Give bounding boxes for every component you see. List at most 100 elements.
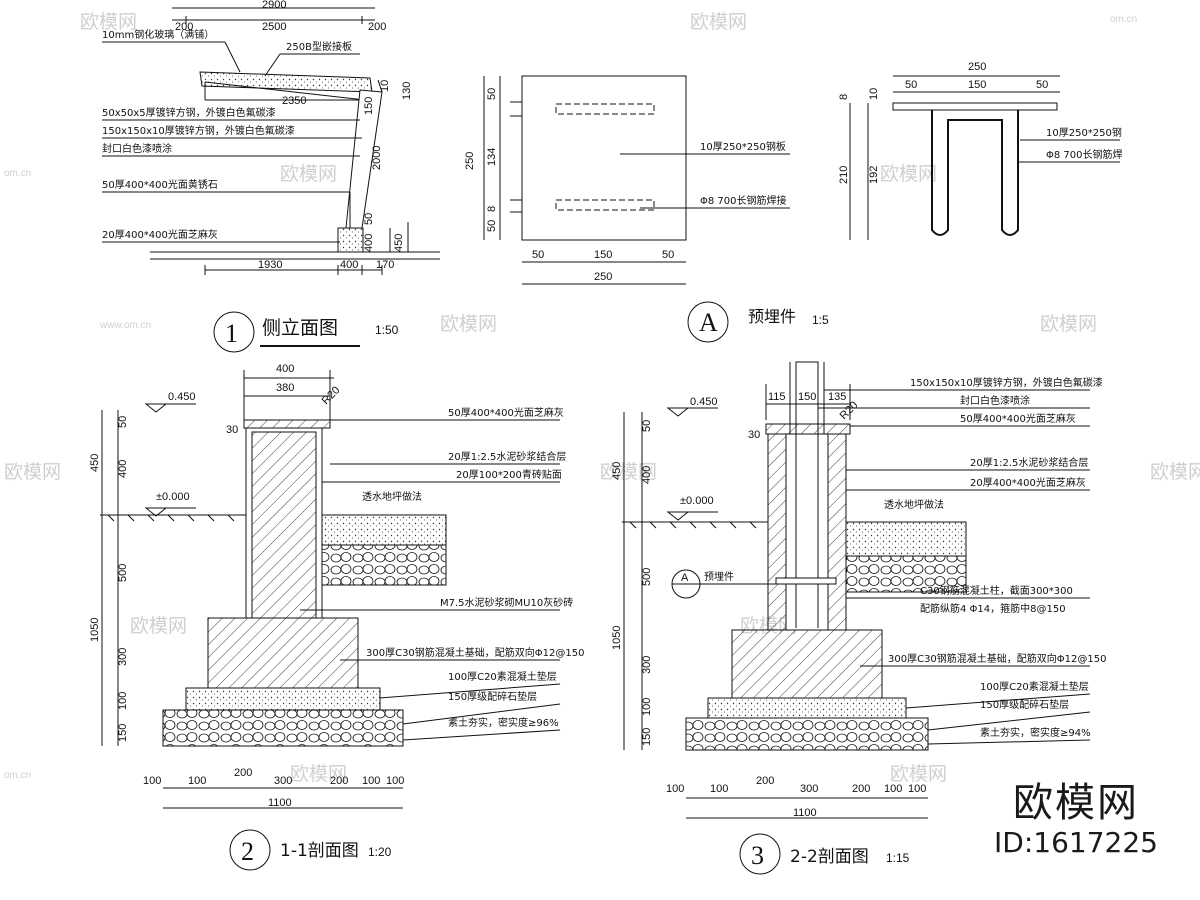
dimA-s-h2: 10 (868, 88, 880, 100)
dimA-w1: 50 (532, 249, 544, 261)
viewA-title: 预埋件 (748, 307, 796, 326)
dim3-v50: 50 (641, 420, 653, 432)
brand-name: 欧模网 (1013, 780, 1140, 826)
dim-r150: 150 (363, 97, 375, 115)
cap-stone (765, 423, 851, 435)
dim2-w380: 380 (276, 382, 294, 394)
view3-section-2-2: 115 150 135 R20 30 0.450 ±0.000 450 50 (611, 361, 1106, 875)
permeable-paving (321, 514, 447, 546)
dim3-w150: 150 (798, 391, 816, 403)
dim-top-left: 200 (175, 21, 193, 33)
view2-level-zero: ±0.000 (156, 491, 190, 503)
dimA-s-w3: 50 (1036, 79, 1048, 91)
dim-r400: 400 (363, 234, 375, 252)
dim2-b: 100 (386, 775, 404, 787)
watermarks: 欧模网 欧模网 om.cn 欧模网 欧模网 om.cn www.om.cn 欧模… (4, 11, 1200, 785)
dim2-v150: 150 (117, 724, 129, 742)
dim3-v1050: 1050 (611, 626, 623, 650)
dim2-d30: 30 (226, 424, 238, 436)
view1-scale: 1:50 (375, 323, 399, 337)
gravel-bed (685, 717, 929, 751)
watermark-brand: 欧模网 (440, 313, 497, 335)
dimA-h1: 50 (486, 88, 498, 100)
dim3-b: 100 (710, 783, 728, 795)
view3-marker-label: 预埋件 (704, 571, 734, 583)
view1-circle-label: 1 (225, 319, 238, 348)
dim3-b: 200 (852, 783, 870, 795)
canopy-beam (199, 71, 373, 93)
view3-note: 封口白色漆喷涂 (960, 394, 1030, 407)
dimA-s-w2: 150 (968, 79, 986, 91)
view3-note: 20厚400*400光面芝麻灰 (970, 476, 1086, 489)
dim3-b: 100 (884, 783, 902, 795)
dimA-h3: 8 (486, 206, 498, 212)
watermark-domain: om.cn (1110, 14, 1137, 25)
dim2-b-total: 1100 (268, 797, 292, 809)
dim3-v450: 450 (611, 462, 623, 480)
view3-level-top: 0.450 (690, 396, 718, 408)
dimA-w-total: 250 (594, 271, 612, 283)
view3-note: 100厚C20素混凝土垫层 (980, 680, 1089, 693)
viewA-note: 10厚250*250钢板 (700, 140, 786, 153)
view2-note: 素土夯实，密实度≥96% (448, 716, 559, 729)
dim-r450: 450 (393, 234, 405, 252)
view2-note: 透水地坪做法 (362, 490, 422, 503)
dim2-b: 200 (330, 775, 348, 787)
view2-note: 20厚1:2.5水泥砂浆结合层 (448, 450, 566, 463)
view2-circle (229, 829, 271, 871)
dim2-b: 300 (274, 775, 292, 787)
dim3-d30: 30 (748, 429, 760, 441)
dim-r50: 50 (363, 213, 375, 225)
viewA-note: Φ8 700长钢筋焊接 (700, 194, 787, 207)
dim3-v300: 300 (641, 656, 653, 674)
post-base-block (337, 227, 364, 253)
dimA-h-total: 250 (464, 152, 476, 170)
watermark-brand: 欧模网 (1040, 313, 1097, 335)
view1-note: 10mm钢化玻璃（满铺） (102, 28, 214, 41)
view3-note: 300厚C30钢筋混凝土基础，配筋双向Φ12@150 (888, 652, 1106, 665)
view2-title: 1-1剖面图 (280, 841, 359, 861)
dimA-w3: 50 (662, 249, 674, 261)
dim-post-h: 2000 (371, 146, 383, 170)
dimA-s-top: 250 (968, 61, 986, 73)
view3-marker: A (681, 572, 689, 584)
dimA-h2: 134 (486, 148, 498, 166)
view2-note: 50厚400*400光面芝麻灰 (448, 406, 564, 419)
dim2-b: 200 (234, 767, 252, 779)
watermark-brand: 欧模网 (80, 11, 137, 33)
dim3-b: 100 (666, 783, 684, 795)
view3-note: 素土夯实，密实度≥94% (980, 726, 1091, 739)
watermark-brand: 欧模网 (130, 615, 187, 637)
view2-note: M7.5水泥砂浆砌MU10灰砂砖 (440, 596, 573, 609)
lean-concrete (707, 697, 907, 719)
dim-r130: 130 (401, 82, 413, 100)
dim3-b: 200 (756, 775, 774, 787)
watermark-brand: 欧模网 (290, 763, 347, 785)
viewA-embedded-plate: 250 50 134 8 50 50 150 50 250 10厚250*250… (464, 61, 1123, 343)
viewA-circle-label: A (699, 308, 718, 337)
watermark-brand: 欧模网 (880, 163, 937, 185)
dim-beam-len: 2350 (282, 95, 306, 107)
dim2-v300: 300 (117, 648, 129, 666)
view3-note: 150x150x10厚镀锌方钢，外镀白色氟碳漆 (910, 376, 1103, 389)
viewA-note: Φ8 700长钢筋焊 (1046, 148, 1123, 161)
dim-bottom-mid: 400 (340, 259, 358, 271)
dim-bottom-left: 1930 (258, 259, 282, 271)
dim-top-mid: 2500 (262, 21, 286, 33)
view3-title: 2-2剖面图 (790, 847, 869, 867)
view2-level-top: 0.450 (168, 391, 196, 403)
concrete-footing (207, 617, 359, 689)
dim3-v500: 500 (641, 568, 653, 586)
watermark-brand: 欧模网 (690, 11, 747, 33)
dimA-s-total: 210 (838, 166, 850, 184)
view3-note: 透水地坪做法 (884, 498, 944, 511)
watermark-brand: 欧模网 (280, 163, 337, 185)
permeable-paving (845, 521, 967, 557)
view1-note: 50厚400*400光面黄锈石 (102, 178, 218, 191)
dim2-v100: 100 (117, 692, 129, 710)
dimA-s-inner: 192 (868, 166, 880, 184)
watermark-brand: 欧模网 (4, 461, 61, 483)
dim-top-total: 2900 (262, 0, 286, 11)
view3-note: 150厚级配碎石垫层 (980, 698, 1069, 711)
